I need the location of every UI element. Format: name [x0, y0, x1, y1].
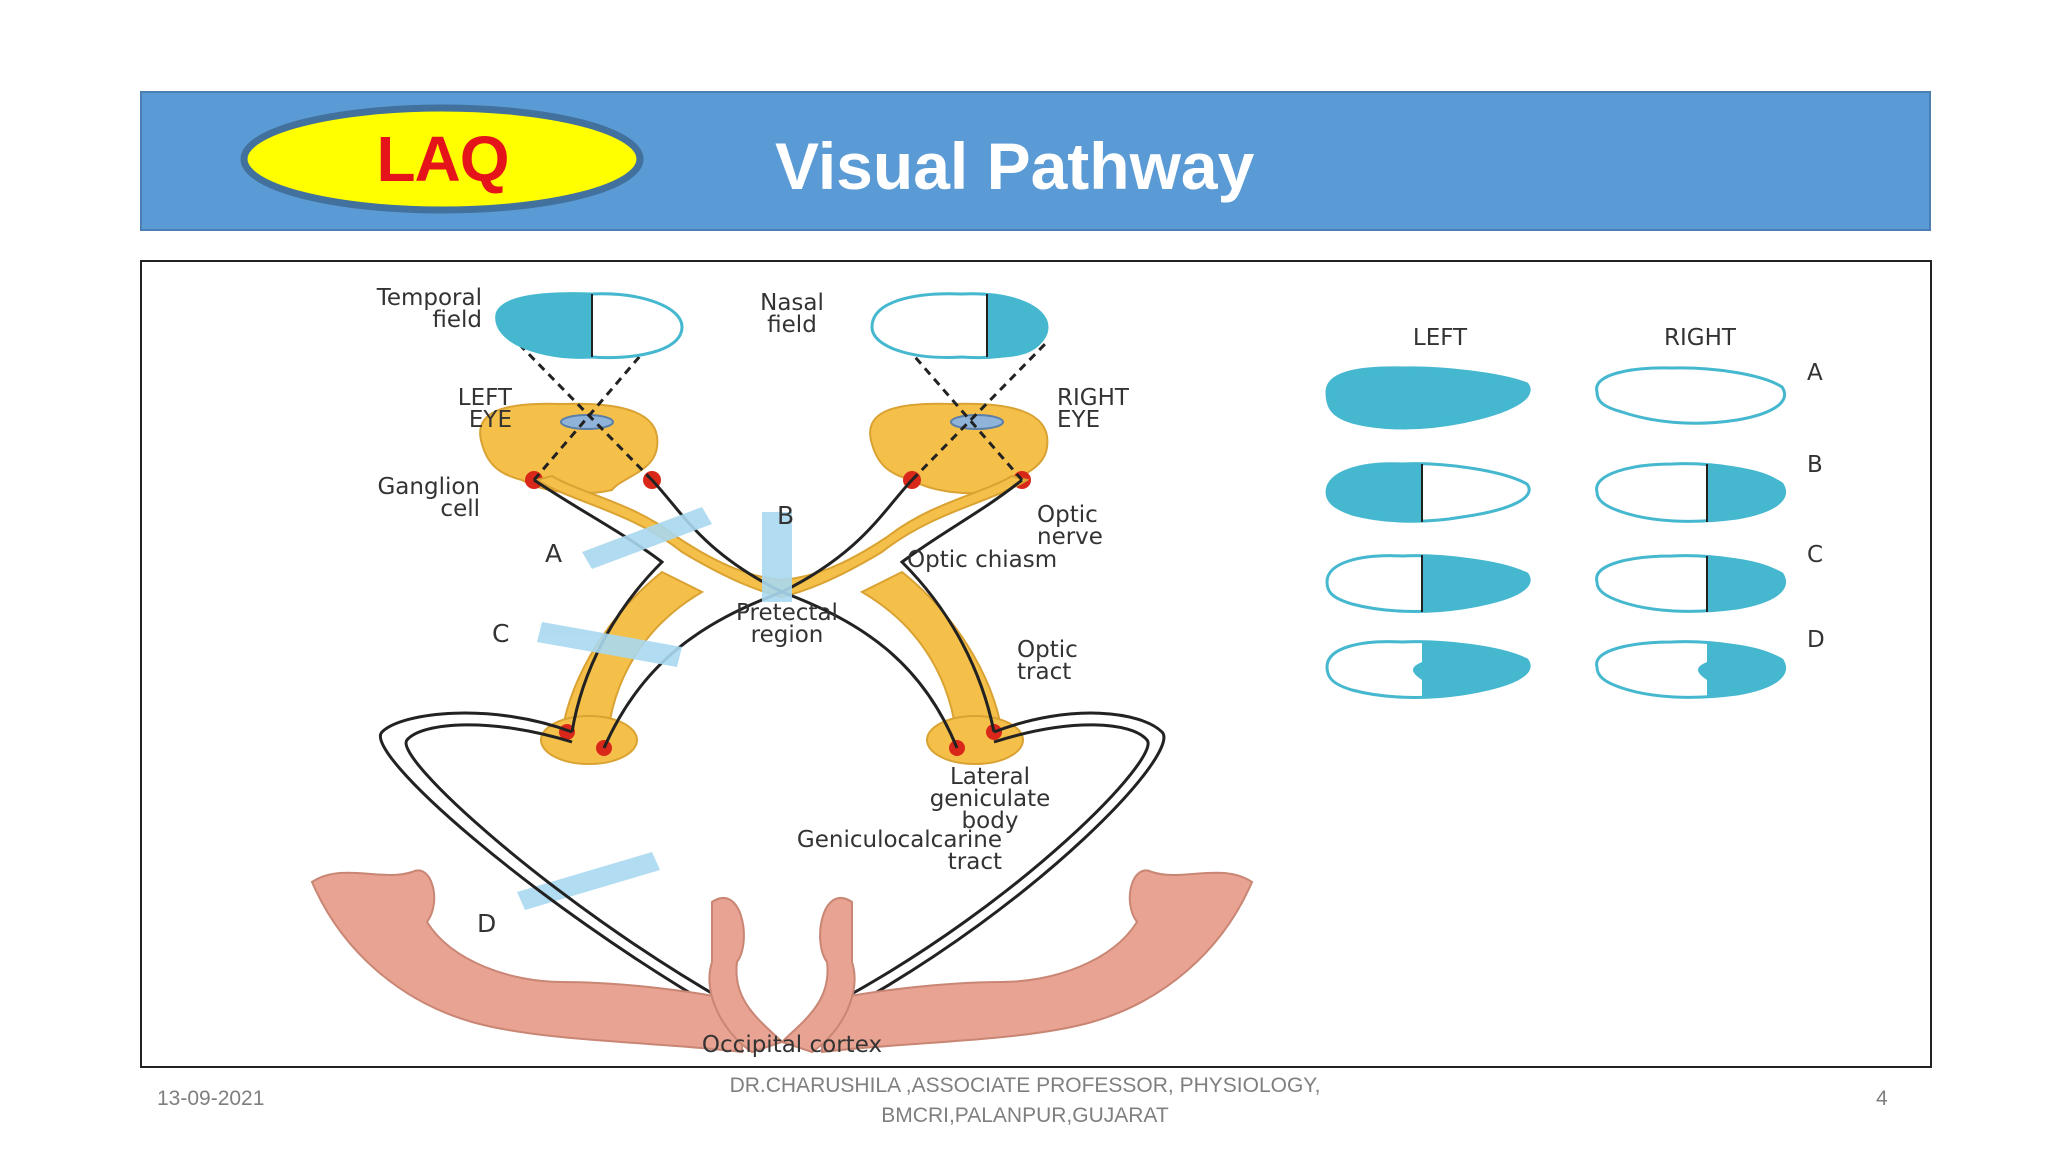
label-lgb-3: body — [962, 808, 1019, 834]
laq-badge — [240, 104, 644, 214]
defect-row-d: D — [1325, 627, 1825, 699]
label-optic-tract-2: tract — [1017, 659, 1071, 685]
label-optic-nerve-1: Optic — [1037, 502, 1098, 528]
label-lesion-b: B — [777, 501, 794, 530]
label-temporal-1: Temporal — [376, 285, 482, 311]
label-right-eye-1: RIGHT — [1057, 385, 1130, 411]
footer-author-line2: BMCRI,PALANPUR,GUJARAT — [881, 1104, 1169, 1127]
temporal-field-icon — [495, 292, 684, 360]
label-lgb-2: geniculate — [930, 786, 1051, 812]
label-nasal-2: field — [767, 312, 817, 338]
occipital-cortex — [310, 869, 1254, 1054]
label-temporal-2: field — [432, 307, 482, 333]
label-lesion-a: A — [545, 539, 562, 568]
label-genic-2: tract — [948, 849, 1002, 875]
nasal-field-icon — [870, 292, 1049, 360]
lesion-markers — [517, 507, 792, 910]
defect-row-c: C — [1325, 542, 1823, 613]
label-left-eye-2: EYE — [469, 407, 512, 433]
label-lesion-d: D — [477, 909, 496, 938]
label-lgb-1: Lateral — [950, 764, 1030, 790]
label-optic-nerve-2: nerve — [1037, 524, 1103, 550]
footer-page-number: 4 — [1876, 1087, 1888, 1110]
label-lesion-c: C — [492, 619, 509, 648]
defect-label-c: C — [1807, 542, 1823, 568]
label-ganglion-1: Ganglion — [377, 474, 480, 500]
defect-row-a: A — [1325, 360, 1823, 430]
label-pretectal-1: Pretectal — [736, 600, 838, 626]
label-ganglion-2: cell — [440, 496, 480, 522]
visual-pathway-diagram: Temporal field Nasal field LEFT EYE RIGH… — [310, 285, 1825, 1058]
defect-label-b: B — [1807, 452, 1823, 478]
label-left-eye-1: LEFT — [458, 385, 513, 411]
laq-badge-label: LAQ — [376, 123, 509, 195]
footer-author: DR.CHARUSHILA ,ASSOCIATE PROFESSOR, PHYS… — [640, 1071, 1410, 1131]
defects-left-header: LEFT — [1413, 325, 1468, 351]
slide-title: Visual Pathway — [775, 129, 1255, 203]
label-right-eye-2: EYE — [1057, 407, 1100, 433]
label-pretectal-2: region — [751, 622, 824, 648]
footer-date: 13-09-2021 — [157, 1087, 265, 1110]
geniculocalcarine-tract — [378, 711, 1166, 1014]
projection-lines — [515, 340, 1049, 482]
defect-row-b: B — [1325, 452, 1823, 523]
label-optic-chiasm: Optic chiasm — [907, 547, 1057, 573]
label-occipital: Occipital cortex — [702, 1032, 882, 1058]
label-nasal-1: Nasal — [760, 290, 824, 316]
label-optic-tract-1: Optic — [1017, 637, 1078, 663]
defect-label-a: A — [1807, 360, 1823, 386]
footer-author-line1: DR.CHARUSHILA ,ASSOCIATE PROFESSOR, PHYS… — [729, 1074, 1321, 1097]
defects-right-header: RIGHT — [1664, 325, 1737, 351]
label-genic-1: Geniculocalcarine — [797, 827, 1002, 853]
defect-label-d: D — [1807, 627, 1825, 653]
